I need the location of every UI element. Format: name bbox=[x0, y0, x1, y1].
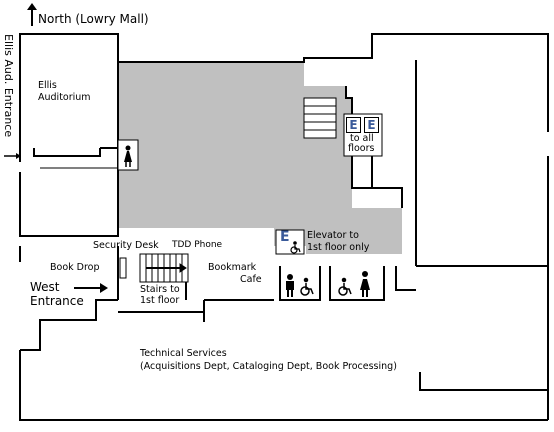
tdd-phone-label: TDD Phone bbox=[172, 240, 223, 250]
ellis-entrance-arrow-icon bbox=[4, 153, 21, 159]
elevators-label-1: to all bbox=[350, 133, 374, 144]
technical-services-label: Technical Services bbox=[140, 348, 227, 359]
book-drop-slot bbox=[119, 257, 127, 279]
south-wall bbox=[19, 350, 548, 421]
elevator-icon-1: E bbox=[346, 117, 361, 133]
book-drop-label: Book Drop bbox=[50, 262, 100, 273]
stairs-upper bbox=[303, 97, 337, 139]
north-wall bbox=[118, 33, 549, 132]
ellis-auditorium-label-1: Ellis bbox=[38, 80, 57, 91]
bookmark-cafe-label-1: Bookmark bbox=[208, 262, 257, 273]
accessible-icon-2 bbox=[338, 277, 352, 296]
elevator-label-2: 1st floor only bbox=[307, 242, 370, 253]
ellis-entrance-label: Ellis Aud. Entrance bbox=[2, 34, 15, 138]
security-desk-label: Security Desk bbox=[93, 240, 159, 251]
shaded-open-area bbox=[118, 62, 402, 254]
west-entrance-label-2: Entrance bbox=[30, 294, 84, 308]
west-entrance-label-1: West bbox=[30, 280, 60, 294]
west-entrance-arrow-icon bbox=[74, 283, 108, 293]
stairs-to-first-floor bbox=[139, 253, 189, 283]
elevator-icon-2: E bbox=[364, 117, 379, 133]
stairs-label-2: 1st floor bbox=[140, 295, 180, 306]
stairs-label-1: Stairs to bbox=[140, 284, 180, 295]
north-label: North (Lowry Mall) bbox=[38, 12, 149, 26]
womens-restroom-icon-2 bbox=[360, 271, 370, 297]
elevator-letter: E bbox=[280, 229, 290, 245]
auditorium-wall bbox=[19, 33, 119, 237]
elevators-label-2: floors bbox=[348, 143, 375, 154]
elevator-accessible-icon bbox=[275, 229, 305, 255]
elevator-label-1: Elevator to bbox=[307, 230, 359, 241]
accessible-icon bbox=[300, 277, 314, 296]
womens-restroom-icon bbox=[117, 139, 139, 171]
technical-services-depts-label: (Acquisitions Dept, Cataloging Dept, Boo… bbox=[140, 361, 397, 372]
bookmark-cafe-label-2: Cafe bbox=[240, 274, 262, 285]
mens-restroom-icon bbox=[286, 274, 294, 297]
north-arrow-icon bbox=[27, 3, 37, 26]
ellis-auditorium-label-2: Auditorium bbox=[38, 92, 91, 103]
